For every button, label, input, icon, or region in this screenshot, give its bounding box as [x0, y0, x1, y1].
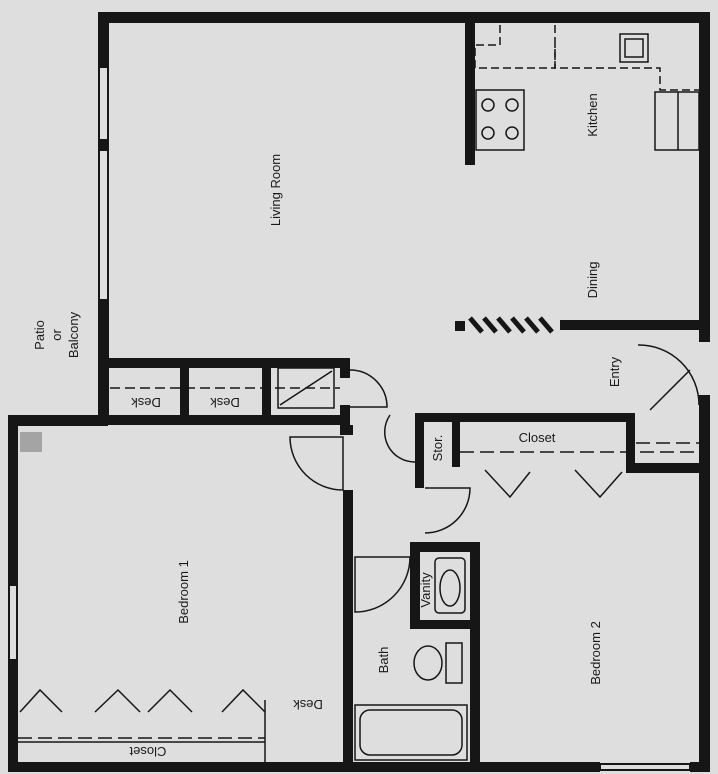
- label-desk-2: Desk: [210, 395, 240, 410]
- label-patio: Patio: [32, 320, 47, 350]
- marker: [20, 432, 42, 452]
- label-entry: Entry: [607, 356, 622, 387]
- dining-hatch: [468, 316, 554, 334]
- label-or: or: [49, 329, 64, 341]
- windows: [8, 66, 109, 661]
- label-living-room: Living Room: [268, 154, 283, 226]
- label-closet-hall: Closet: [519, 430, 556, 445]
- label-bath: Bath: [376, 647, 391, 674]
- label-vanity: Vanity: [418, 572, 433, 608]
- label-bedroom-1: Bedroom 1: [176, 560, 191, 624]
- label-desk-3: Desk: [293, 697, 323, 712]
- label-balcony: Balcony: [66, 311, 81, 358]
- label-closet-bedroom1: Closet: [129, 744, 166, 759]
- label-dining: Dining: [585, 262, 600, 299]
- label-kitchen: Kitchen: [585, 93, 600, 136]
- label-storage: Stor.: [430, 435, 445, 462]
- fixtures: [18, 25, 700, 762]
- label-bedroom-2: Bedroom 2: [588, 621, 603, 685]
- walls: [8, 12, 710, 772]
- label-desk-1: Desk: [131, 395, 161, 410]
- doors: [289, 344, 700, 613]
